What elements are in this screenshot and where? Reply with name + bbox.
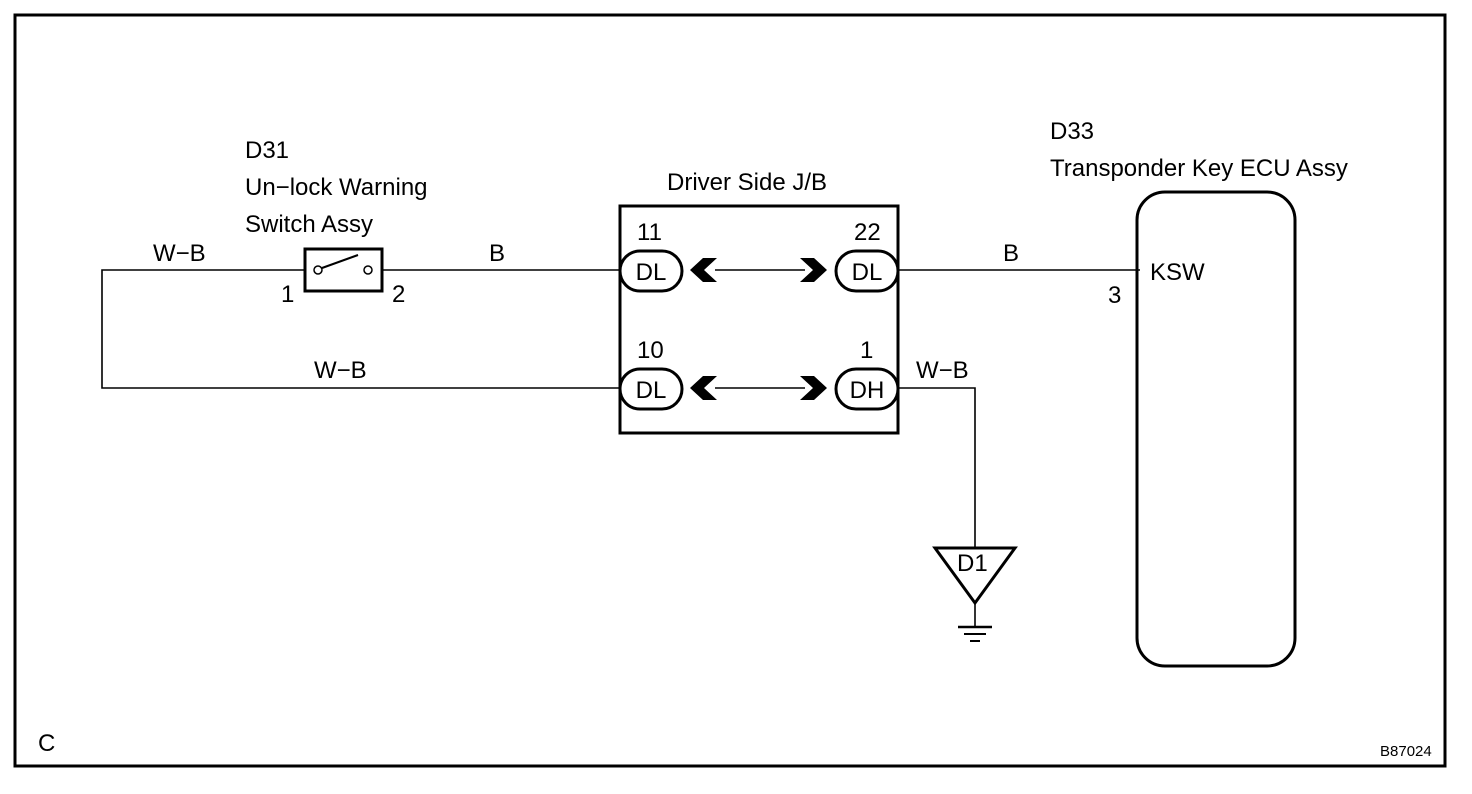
d31-name-line2: Switch Assy [245, 211, 373, 238]
diagram-frame [13, 13, 1447, 768]
wire-w-b-ground-lead [898, 387, 976, 548]
connector-arrow-right-icon [800, 258, 827, 282]
ecu-pin-3: 3 [1108, 282, 1121, 309]
jb-title: Driver Side J/B [667, 169, 827, 196]
d31-pin-1: 1 [281, 281, 294, 308]
d33-code: D33 [1050, 118, 1094, 145]
corner-label: C [38, 730, 55, 757]
jb-conn-bottom-right: DH [850, 377, 885, 404]
wire-color-switch-to-jb: B [489, 240, 505, 267]
ground-label: D1 [957, 550, 988, 577]
jb-conn-top-right: DL [852, 259, 883, 286]
d33-name: Transponder Key ECU Assy [1050, 155, 1348, 182]
ground-d1 [932, 546, 1018, 642]
connector-arrow-left-icon [690, 258, 717, 282]
ecu-terminal-ksw: KSW [1150, 259, 1205, 286]
connector-dh-1 [834, 367, 900, 411]
connector-arrow-left-icon [690, 376, 717, 400]
driver-side-jb [618, 204, 900, 435]
connector-dl-10 [618, 367, 684, 411]
wire-color-ground-lead: W−B [916, 357, 969, 384]
jb-conn-bottom-left: DL [636, 377, 667, 404]
connector-arrow-right-icon [800, 376, 827, 400]
wire-color-left-top: W−B [153, 240, 206, 267]
d31-pin-2: 2 [392, 281, 405, 308]
transponder-key-ecu [1135, 190, 1297, 668]
d31-name-line1: Un−lock Warning [245, 174, 428, 201]
jb-pin-10: 10 [637, 337, 664, 364]
d31-code: D31 [245, 137, 289, 164]
jb-pin-1: 1 [860, 337, 873, 364]
wire-w-b-loop [101, 269, 620, 389]
connector-dl-11 [618, 249, 684, 293]
jb-pin-22: 22 [854, 219, 881, 246]
wire-color-bottom-loop: W−B [314, 357, 367, 384]
jb-pin-11: 11 [637, 219, 662, 246]
wire-color-jb-to-ecu: B [1003, 240, 1019, 267]
figure-code: B87024 [1380, 743, 1432, 760]
jb-conn-top-left: DL [636, 259, 667, 286]
connector-dl-22 [834, 249, 900, 293]
unlock-warning-switch [303, 247, 384, 293]
